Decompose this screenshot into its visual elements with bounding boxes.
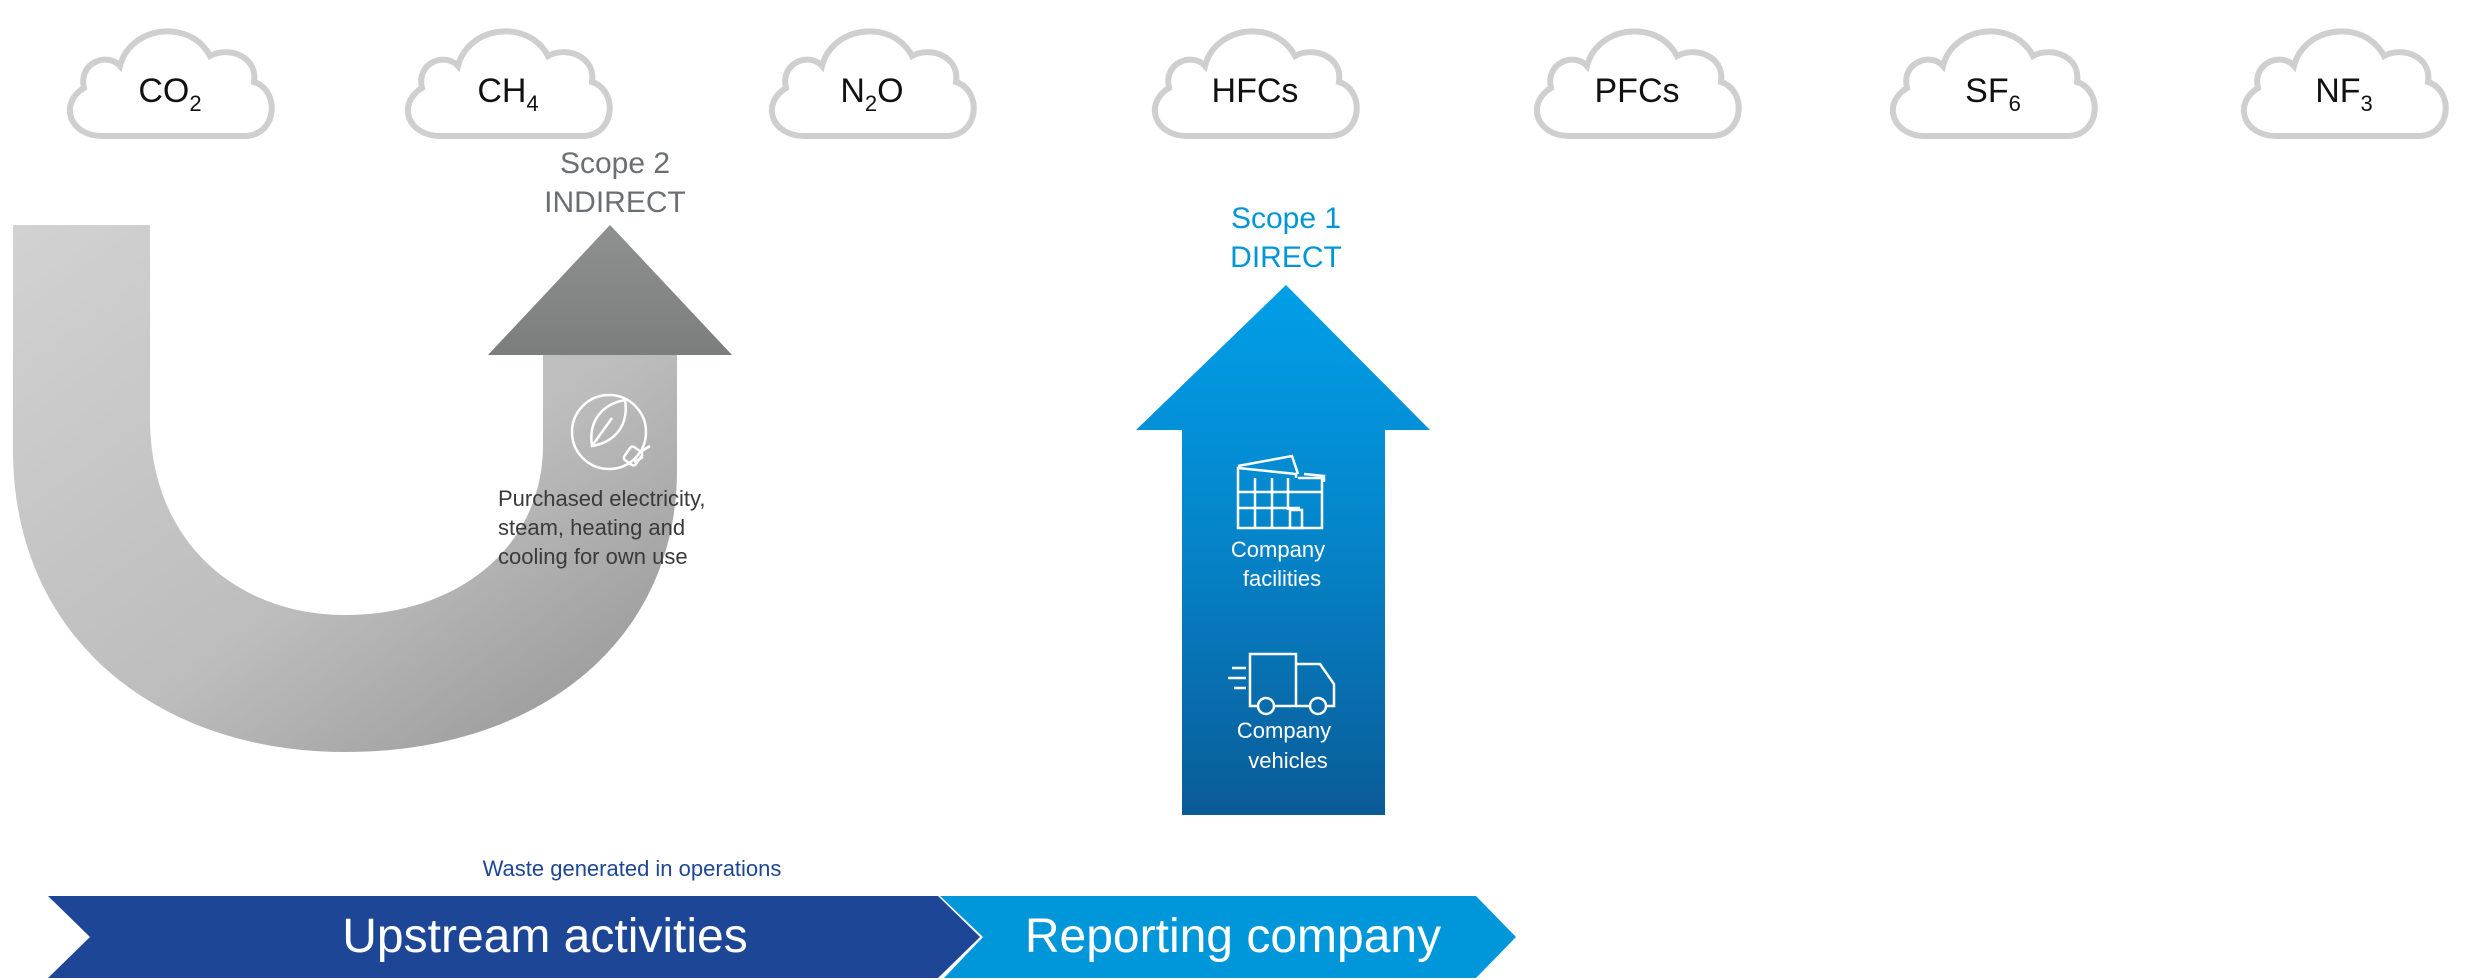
- scope2-subtitle: INDIRECT: [544, 186, 686, 219]
- scope2-desc-line-1: Purchased electricity,: [498, 486, 705, 511]
- scope1-arrow: [1136, 285, 1430, 815]
- vehicles-line-1: Company: [1237, 718, 1331, 743]
- cloud-shape: [768, 28, 977, 139]
- facilities-line-2: facilities: [1243, 566, 1321, 591]
- waste-label: Waste generated in operations: [483, 856, 782, 881]
- scope2-desc-line-2: steam, heating and: [498, 515, 685, 540]
- facilities-line-1: Company: [1231, 537, 1325, 562]
- gas-cloud-sf: SF6: [1889, 28, 2098, 139]
- vehicles-line-2: vehicles: [1248, 748, 1327, 773]
- scope1-title: Scope 1: [1231, 202, 1341, 235]
- gas-label: N2O: [840, 72, 903, 116]
- scope1-subtitle: DIRECT: [1230, 241, 1342, 274]
- upstream-band: [48, 896, 980, 978]
- scope2-u-arrow: [13, 225, 732, 752]
- scope2-desc-line-3: cooling for own use: [498, 544, 688, 569]
- gas-clouds: CO2 CH4 N2O HFCs PFCs SF6 NF3: [66, 28, 2449, 139]
- gas-label: HFCs: [1212, 72, 1299, 110]
- cloud-shape: [66, 28, 275, 139]
- gas-cloud-hfcs: HFCs: [1151, 28, 1360, 139]
- gas-cloud-pfcs: PFCs: [1533, 28, 1742, 139]
- gas-label: NF3: [2315, 72, 2373, 116]
- reporting-band: [940, 896, 1516, 978]
- cloud-shape: [404, 28, 613, 139]
- scope2-description: Purchased electricity, steam, heating an…: [498, 486, 705, 569]
- reporting-label: Reporting company: [1025, 910, 1441, 963]
- gas-cloud-nf: NF3: [2240, 28, 2449, 139]
- cloud-shape: [1889, 28, 2098, 139]
- gas-cloud-ch: CH4: [404, 28, 613, 139]
- gas-label: SF6: [1965, 72, 2021, 116]
- gas-cloud-co: CO2: [66, 28, 275, 139]
- factory-icon: [1236, 454, 1326, 530]
- gas-label: CO2: [138, 72, 201, 116]
- upstream-label: Upstream activities: [342, 910, 747, 963]
- cloud-shape: [1151, 28, 1360, 139]
- gas-label: CH4: [477, 72, 538, 116]
- leaf-plug-icon: [570, 393, 651, 471]
- gas-label: PFCs: [1595, 72, 1680, 110]
- gas-cloud-no: N2O: [768, 28, 977, 139]
- cloud-shape: [1533, 28, 1742, 139]
- scope2-title: Scope 2: [560, 147, 670, 180]
- cloud-shape: [2240, 28, 2449, 139]
- truck-icon: [1228, 652, 1336, 716]
